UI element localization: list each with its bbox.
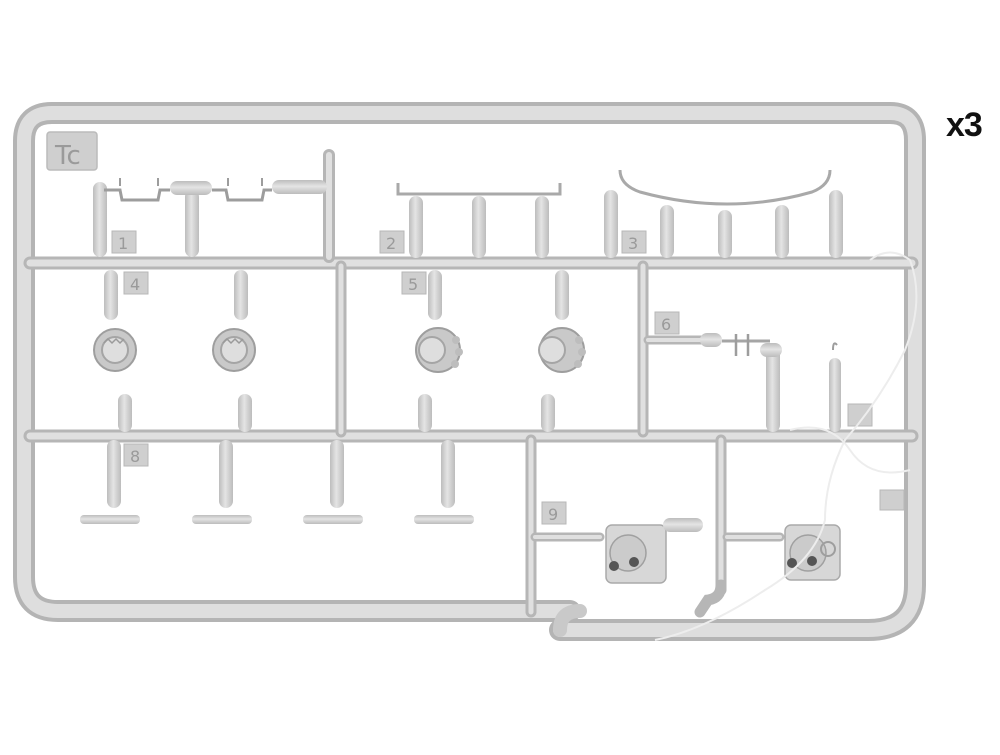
watermark xyxy=(654,251,918,641)
part-8 xyxy=(80,440,474,524)
part-4 xyxy=(93,270,256,432)
part-number-1: 1 xyxy=(118,234,128,253)
part-3 xyxy=(604,169,843,258)
part-number-5: 5 xyxy=(408,275,418,294)
part-number-tags: 1 2 3 4 5 6 8 9 xyxy=(111,230,905,525)
outer-frame xyxy=(13,102,926,641)
part-number-6: 6 xyxy=(661,315,671,334)
part-number-8: 8 xyxy=(130,447,140,466)
part-number-4: 4 xyxy=(130,275,140,294)
quantity-label: x3 xyxy=(946,106,983,144)
sprue-code-plate: Tc xyxy=(46,131,98,171)
part-1 xyxy=(93,178,327,257)
part-6 xyxy=(700,333,841,432)
part-5 xyxy=(415,270,586,432)
part-number-9: 9 xyxy=(548,505,558,524)
runners xyxy=(23,149,919,618)
sprue-code: Tc xyxy=(54,141,81,171)
part-number-2: 2 xyxy=(386,234,396,253)
part-2 xyxy=(396,183,562,258)
part-number-3: 3 xyxy=(628,234,638,253)
